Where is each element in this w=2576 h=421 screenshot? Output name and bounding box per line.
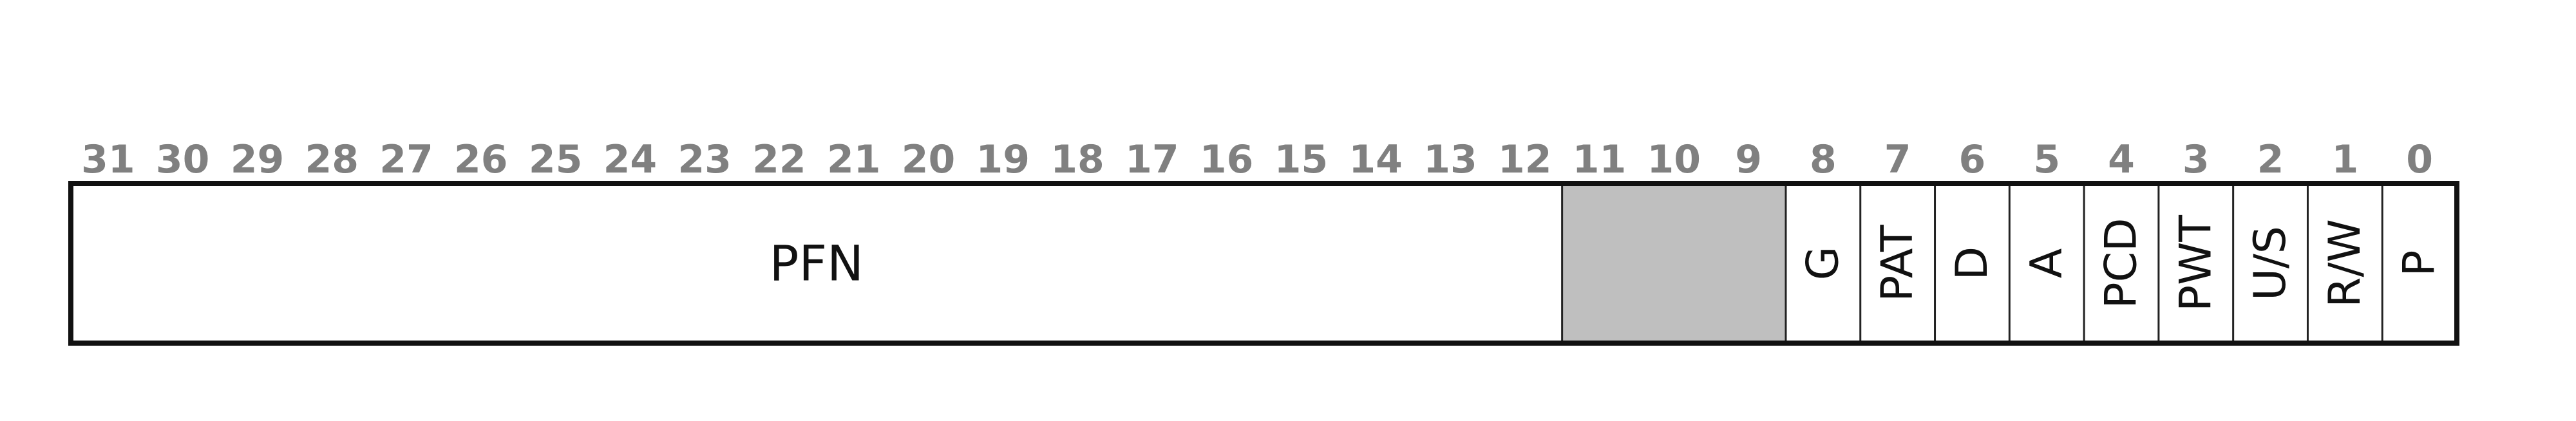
field-label: R/W bbox=[2320, 219, 2371, 307]
field-a: A bbox=[2008, 183, 2085, 343]
field-cell bbox=[71, 183, 1562, 343]
bit-number: 6 bbox=[1959, 137, 1986, 182]
field-d: D bbox=[1934, 183, 2010, 343]
field-pat: PAT bbox=[1859, 183, 1935, 343]
bit-number: 27 bbox=[379, 137, 433, 182]
bit-number: 14 bbox=[1349, 137, 1403, 182]
bit-number: 1 bbox=[2331, 137, 2358, 182]
bit-number: 29 bbox=[231, 137, 285, 182]
field-label: PFN bbox=[770, 235, 864, 292]
bit-number: 4 bbox=[2108, 137, 2135, 182]
field-r-w: R/W bbox=[2306, 183, 2383, 343]
field-label: PAT bbox=[1872, 225, 1923, 302]
bit-number: 23 bbox=[677, 137, 732, 182]
field-label: P bbox=[2394, 250, 2445, 276]
field-cell bbox=[1935, 183, 2010, 343]
bit-number: 19 bbox=[976, 137, 1030, 182]
field-label: U/S bbox=[2245, 226, 2296, 301]
field-label: PCD bbox=[2096, 218, 2146, 309]
bit-number: 0 bbox=[2406, 137, 2433, 182]
bit-number: 18 bbox=[1050, 137, 1104, 182]
field-cell bbox=[2307, 183, 2383, 343]
field-cell bbox=[1562, 183, 1786, 343]
field-cell bbox=[2009, 183, 2085, 343]
field-p: P bbox=[2381, 183, 2457, 343]
bit-number: 3 bbox=[2183, 137, 2210, 182]
field-pwt: PWT bbox=[2157, 183, 2233, 343]
bit-number: 5 bbox=[2033, 137, 2060, 182]
bit-number: 21 bbox=[827, 137, 881, 182]
bit-number: 2 bbox=[2257, 137, 2284, 182]
field-cell bbox=[2382, 183, 2457, 343]
field-pcd: PCD bbox=[2083, 183, 2159, 343]
bit-number: 31 bbox=[81, 137, 135, 182]
field-cell bbox=[2233, 183, 2308, 343]
bit-number: 25 bbox=[529, 137, 583, 182]
bit-number: 22 bbox=[752, 137, 806, 182]
field-cell bbox=[1860, 183, 1935, 343]
bit-number: 8 bbox=[1810, 137, 1837, 182]
bit-number: 24 bbox=[603, 137, 658, 182]
bit-number: 11 bbox=[1573, 137, 1627, 182]
bit-number: 10 bbox=[1647, 137, 1701, 182]
bit-number: 16 bbox=[1200, 137, 1254, 182]
bit-number: 15 bbox=[1274, 137, 1329, 182]
bit-number: 12 bbox=[1498, 137, 1552, 182]
field-u-s: U/S bbox=[2232, 183, 2308, 343]
field-label: G bbox=[1797, 247, 1848, 281]
field-pfn: PFN bbox=[71, 183, 1562, 343]
field-g: G bbox=[1785, 183, 1861, 343]
bit-number: 20 bbox=[902, 137, 956, 182]
bit-number: 9 bbox=[1735, 137, 1762, 182]
field-cell bbox=[2084, 183, 2159, 343]
bit-number: 30 bbox=[156, 137, 210, 182]
bit-number: 17 bbox=[1125, 137, 1179, 182]
bit-number: 7 bbox=[1884, 137, 1911, 182]
bit-number: 13 bbox=[1423, 137, 1477, 182]
field-label: A bbox=[2022, 248, 2072, 279]
register-outline bbox=[68, 181, 2459, 346]
field-cell bbox=[2158, 183, 2233, 343]
field-label: D bbox=[1947, 247, 1998, 280]
field-label: PWT bbox=[2170, 215, 2221, 312]
bit-number: 28 bbox=[305, 137, 359, 182]
field-cell bbox=[1785, 183, 1861, 343]
bit-number: 26 bbox=[454, 137, 508, 182]
reserved-field bbox=[1561, 183, 1786, 343]
